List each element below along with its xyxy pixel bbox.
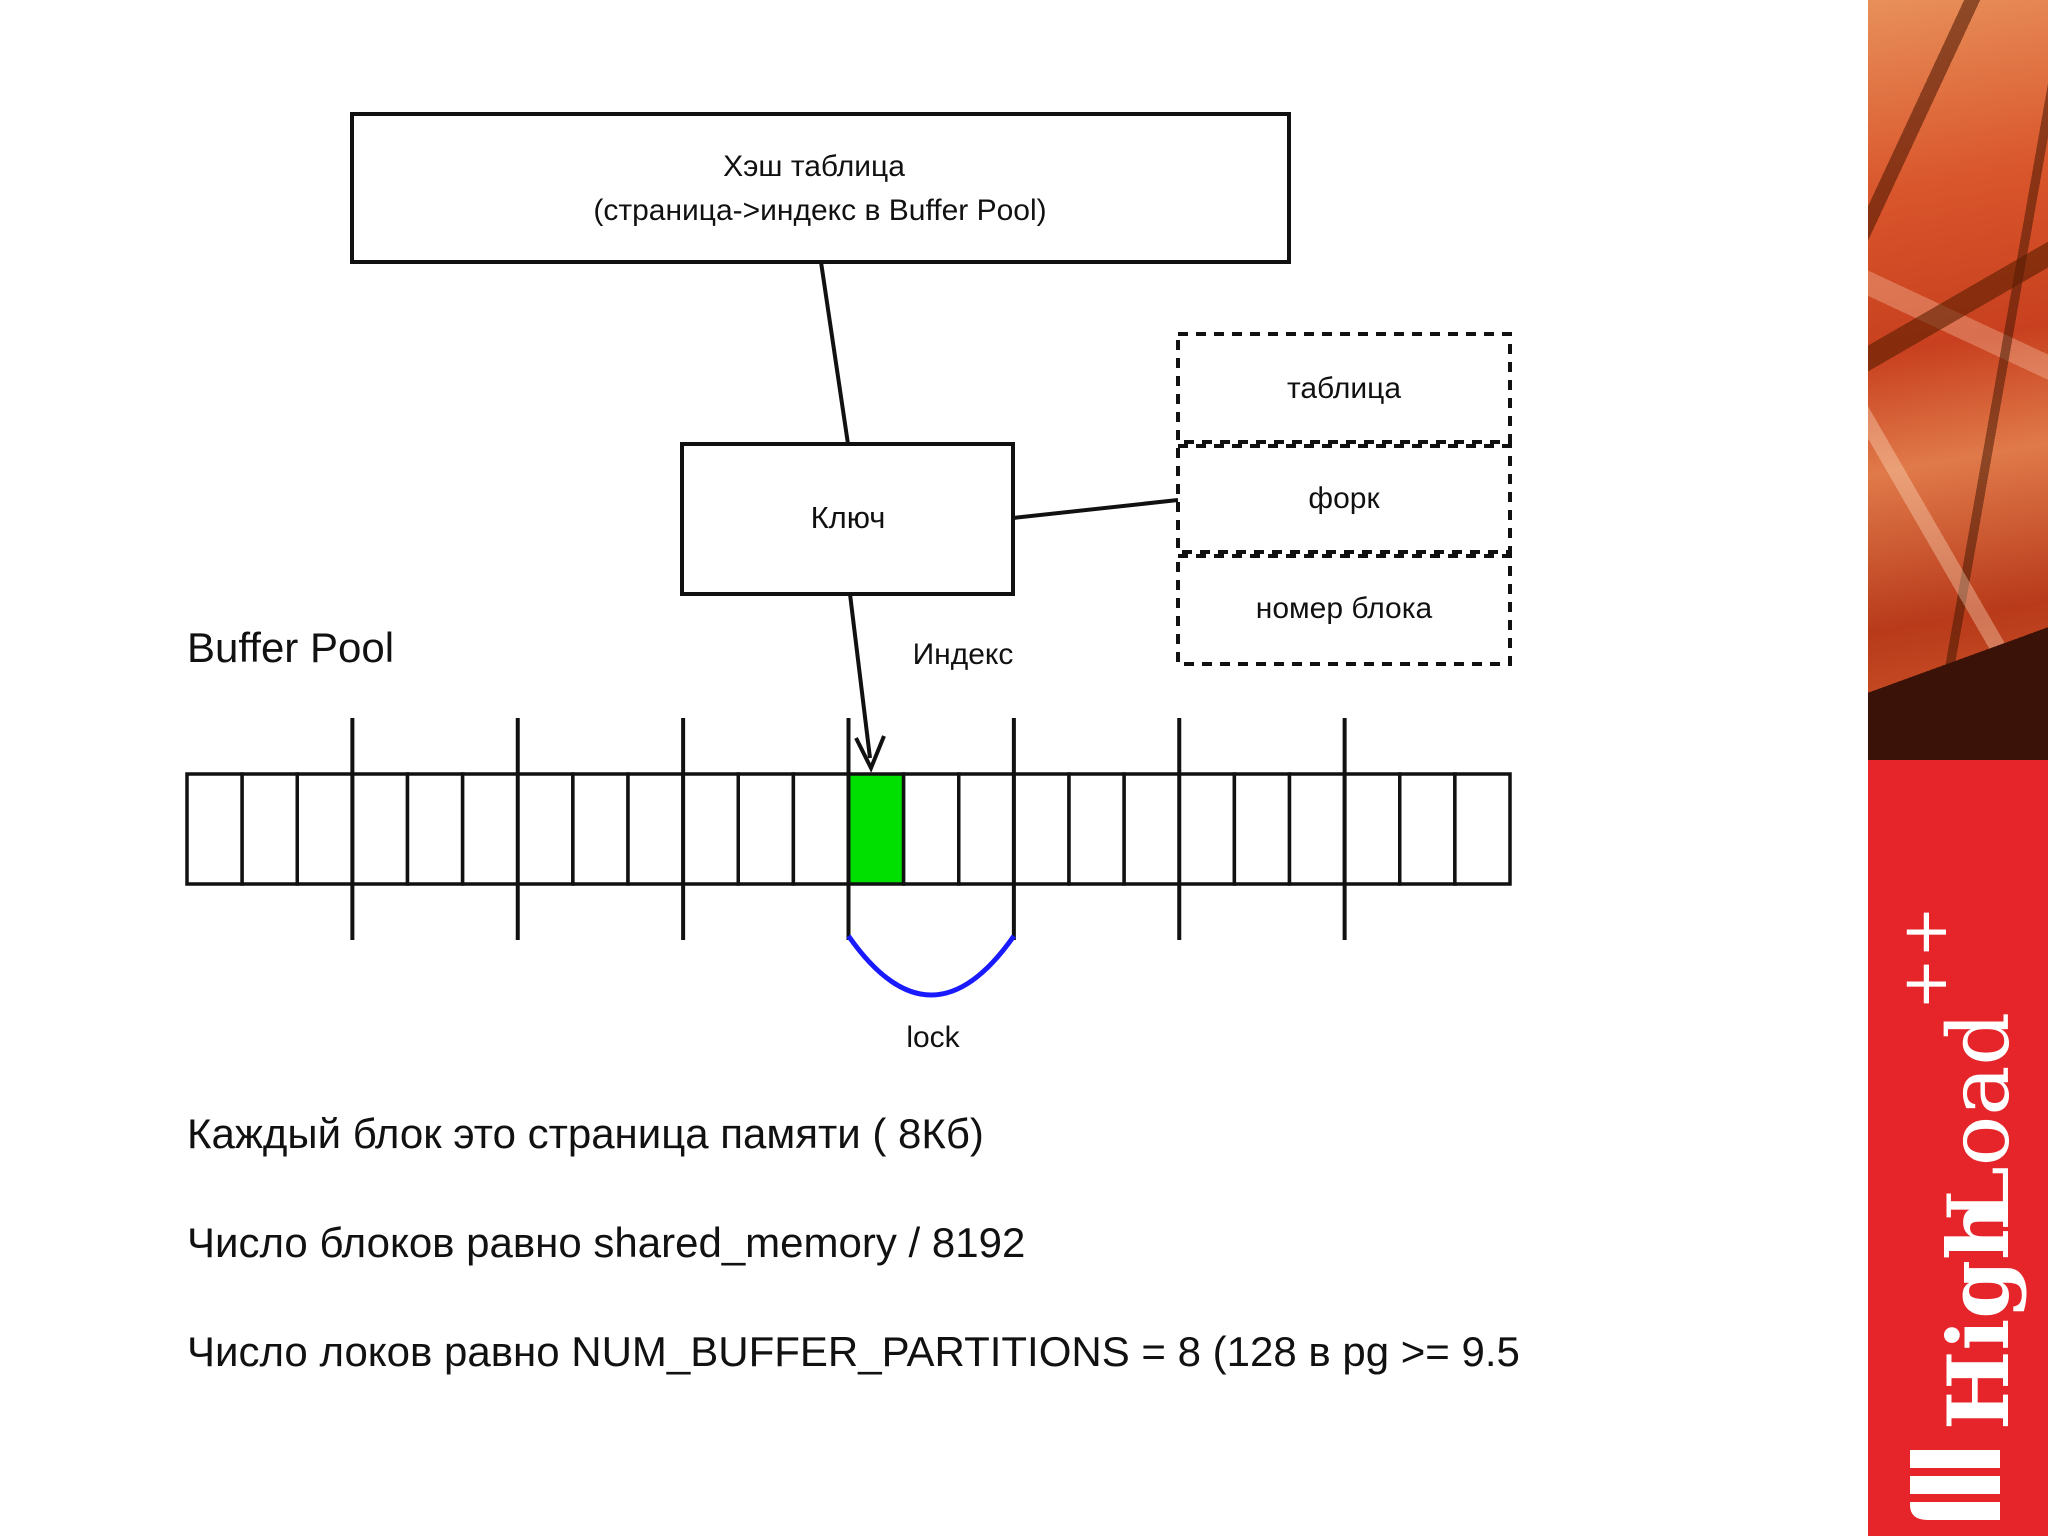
- key-field-block-number-label: номер блока: [1256, 592, 1433, 625]
- buffer-block: [1232, 772, 1292, 886]
- key-field-table: таблица: [1176, 332, 1512, 444]
- hash-table-node: Хэш таблица (страница->индекс в Buffer P…: [350, 112, 1291, 264]
- buffer-block: [791, 772, 851, 886]
- hash-table-subtitle: (страница->индекс в Buffer Pool): [593, 194, 1046, 227]
- buffer-block-highlighted: [846, 772, 906, 886]
- hash-to-key-connector: [819, 261, 850, 445]
- lock-label: lock: [906, 1021, 960, 1054]
- buffer-block: [626, 772, 685, 886]
- buffer-block: [1342, 772, 1402, 886]
- buffer-block: [1453, 772, 1512, 886]
- buffer-block: [736, 772, 796, 886]
- key-node: Ключ: [680, 442, 1015, 596]
- brand-sidebar: High Load ++: [1868, 0, 2048, 1536]
- index-label: Индекс: [913, 638, 1014, 671]
- highload-logo: High Load ++: [1888, 906, 2028, 1520]
- svg-text:High: High: [1929, 1199, 2028, 1430]
- buffer-block: [957, 772, 1016, 886]
- key-to-fields-connector: [1012, 498, 1179, 520]
- buffer-block: [1012, 772, 1071, 886]
- key-field-fork: форк: [1176, 444, 1512, 554]
- buffer-pool-label: Buffer Pool: [187, 624, 394, 671]
- lock-indicator: lock: [846, 934, 1016, 1054]
- brand-red-panel: [1868, 760, 2048, 1536]
- note-block-size: Каждый блок это страница памяти ( 8Кб): [187, 1110, 984, 1157]
- key-title: Ключ: [811, 500, 886, 535]
- note-lock-count: Число локов равно NUM_BUFFER_PARTITIONS …: [187, 1328, 1520, 1375]
- hash-table-title: Хэш таблица: [723, 150, 905, 183]
- key-field-table-label: таблица: [1287, 372, 1401, 405]
- notes-list: Каждый блок это страница памяти ( 8Кб) Ч…: [187, 1110, 1667, 1437]
- buffer-block: [350, 772, 410, 886]
- partition-ticks: [350, 718, 1347, 940]
- note-block-count: Число блоков равно shared_memory / 8192: [187, 1219, 1026, 1266]
- buffer-block: [1122, 772, 1181, 886]
- buffer-block: [1067, 772, 1126, 886]
- index-arrow: [848, 593, 886, 773]
- buffer-block: [901, 772, 961, 886]
- buffer-block: [405, 772, 465, 886]
- buffer-block: [516, 772, 575, 886]
- svg-text:Load: Load: [1930, 1012, 2028, 1222]
- buffer-block: [571, 772, 630, 886]
- buffer-block: [240, 772, 299, 886]
- buffer-block: [1177, 772, 1237, 886]
- buffer-block: [681, 772, 740, 886]
- buffer-block: [1287, 772, 1347, 886]
- key-field-fork-label: форк: [1308, 482, 1380, 515]
- highload-logo-mark: [1910, 1450, 2000, 1520]
- brand-photo: [1868, 0, 2048, 760]
- buffer-block: [1398, 772, 1457, 886]
- svg-text:++: ++: [1888, 906, 1961, 1010]
- buffer-pool-blocks: [185, 772, 1512, 886]
- key-fields-group: таблица форк номер блока: [1176, 332, 1512, 666]
- key-field-block-number: номер блока: [1176, 554, 1512, 666]
- lock-arc: [846, 934, 1016, 998]
- buffer-block: [460, 772, 520, 886]
- buffer-block: [185, 772, 244, 886]
- buffer-block: [295, 772, 355, 886]
